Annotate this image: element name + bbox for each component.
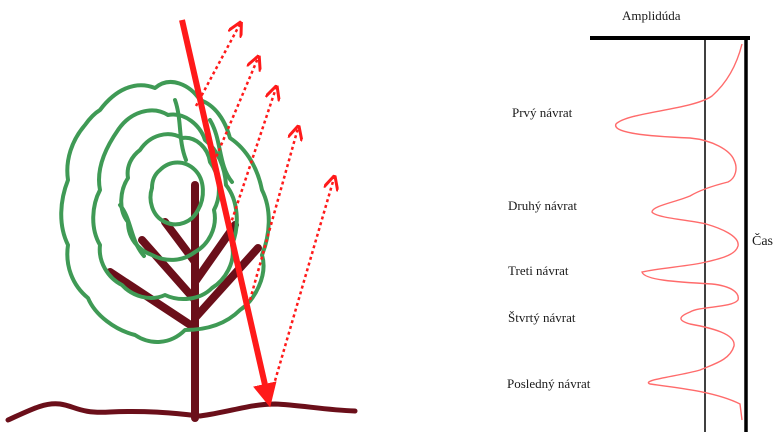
return-label-3: Treti návrat bbox=[508, 263, 569, 279]
return-label-4: Štvrtý návrat bbox=[508, 310, 576, 326]
return-waveform bbox=[616, 44, 742, 420]
return-label-1: Prvý návrat bbox=[512, 105, 572, 121]
return-label-5: Posledný návrat bbox=[507, 376, 590, 392]
return-arrow-1 bbox=[196, 24, 240, 106]
return-arrow-5 bbox=[270, 178, 334, 398]
return-label-2: Druhý návrat bbox=[508, 198, 577, 214]
time-axis-label: Čas bbox=[752, 234, 773, 250]
return-arrows bbox=[196, 24, 334, 398]
return-arrow-4 bbox=[250, 128, 298, 300]
ground-line bbox=[8, 404, 355, 420]
tree-canopy bbox=[61, 82, 269, 342]
amplitude-axis-label: Amplidúda bbox=[622, 8, 681, 24]
